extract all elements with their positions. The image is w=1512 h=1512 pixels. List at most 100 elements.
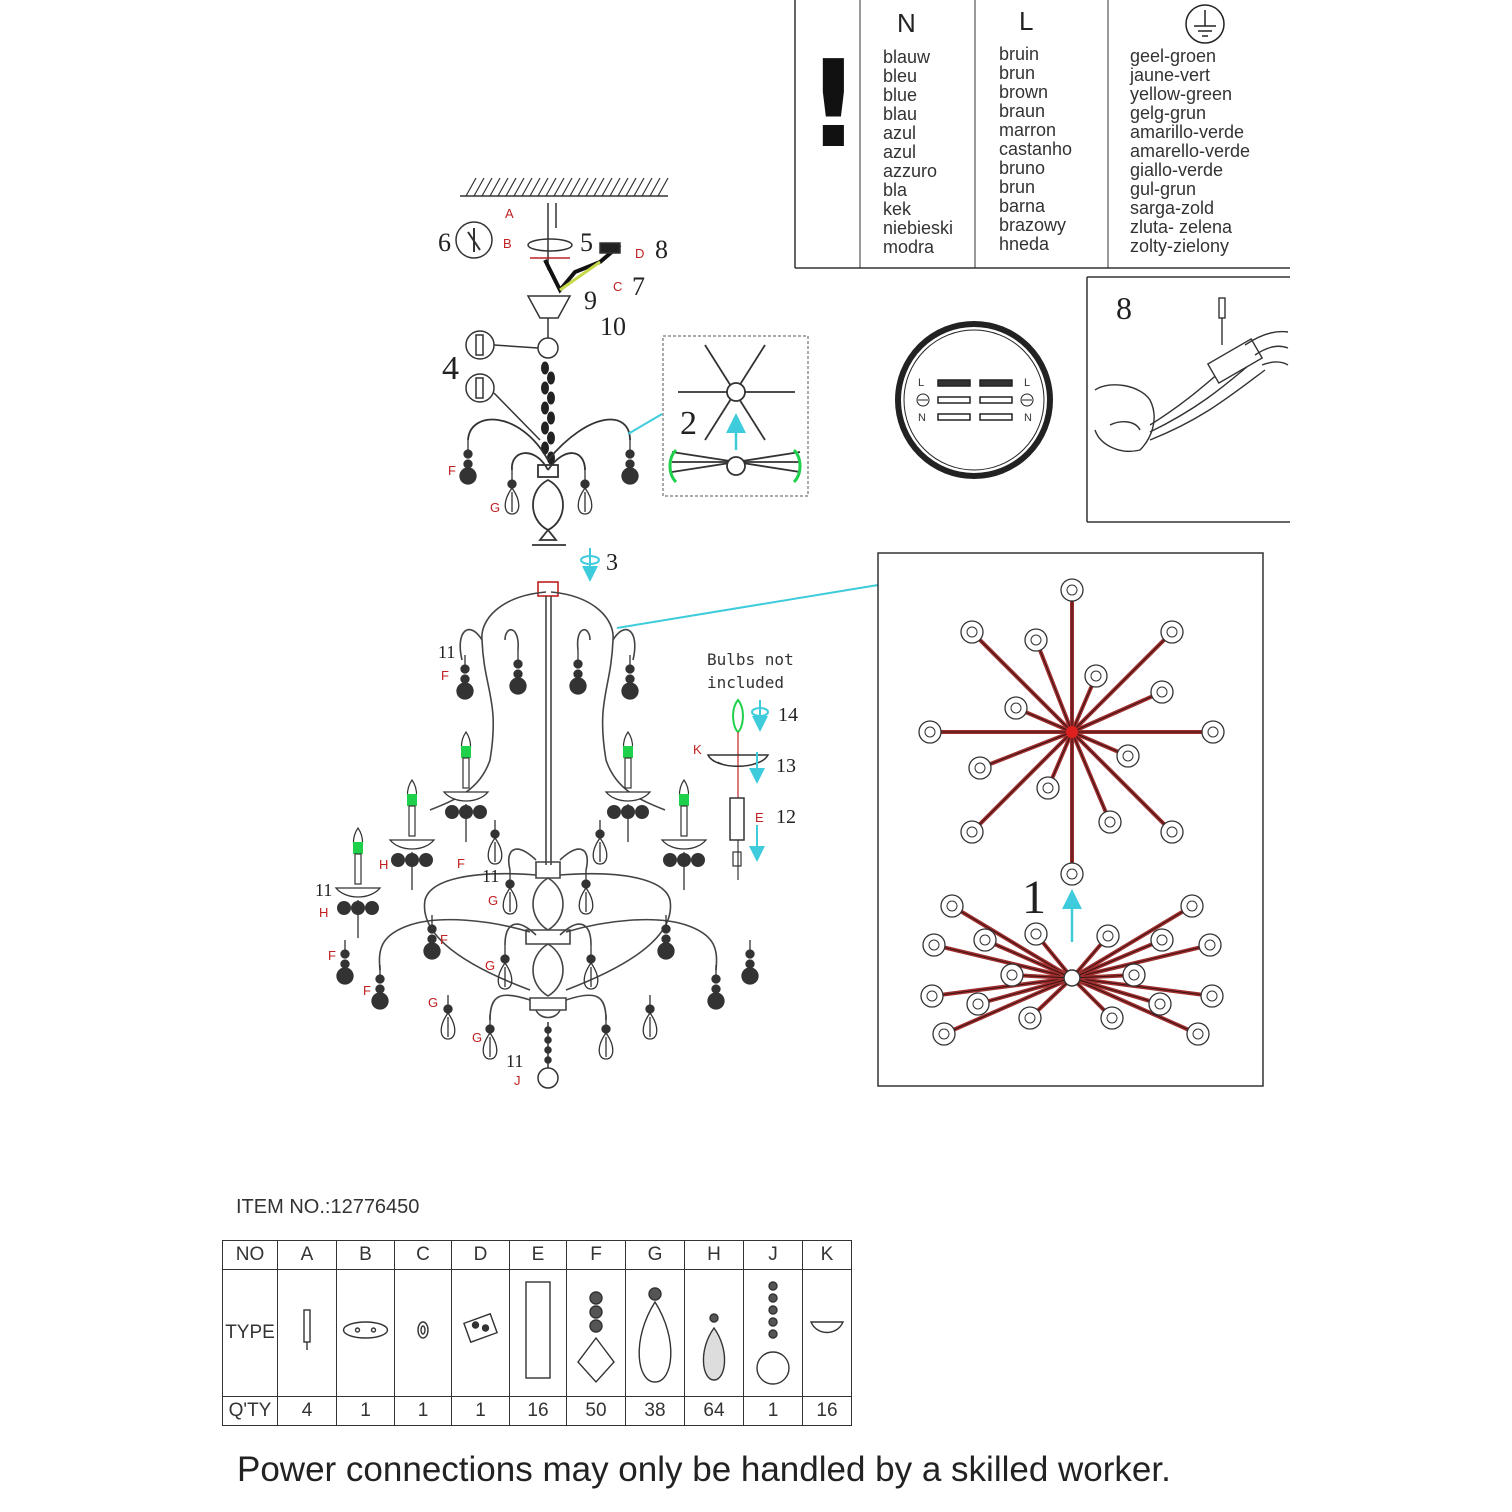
part-qty-cell: 1 [743, 1396, 803, 1426]
part-c-callout: C [613, 279, 623, 294]
hub-arm [1071, 976, 1210, 1046]
part-f-callout: F [440, 932, 448, 947]
crystal-pendant [657, 915, 675, 960]
chain-link [541, 401, 549, 415]
hub-arm [960, 730, 1074, 844]
hub-arm [1060, 578, 1084, 732]
wire-color-name: geel-groen [1130, 46, 1217, 66]
detail-1-hub-assembly [877, 552, 1264, 1087]
terminal-n-left: N [918, 412, 926, 424]
step-5-label: 5 [580, 228, 593, 257]
wire-color-name: gul-grun [1130, 179, 1197, 199]
crystal-pendant [423, 915, 441, 960]
detail-4-links [465, 330, 541, 441]
part-type-cell [509, 1269, 567, 1397]
candle-light [604, 730, 652, 842]
wire-color-name: brun [999, 177, 1036, 197]
part-no-cell: D [451, 1240, 510, 1270]
crystal-pendant [707, 965, 725, 1010]
wire-color-name: gelg-grun [1130, 103, 1207, 123]
hub-arm [1004, 696, 1073, 734]
part-qty-cell: 38 [625, 1396, 685, 1426]
chain-link [541, 421, 549, 435]
part-f-callout: F [363, 983, 371, 998]
safety-warning: Power connections may only be handled by… [237, 1450, 1171, 1489]
crystal-drop [487, 820, 503, 865]
crystal-drop [583, 945, 599, 990]
part-d-callout: D [635, 246, 645, 261]
crystal-pendant [621, 655, 639, 700]
crystal-drop [504, 470, 520, 515]
hub-arm [1070, 976, 1124, 1030]
terminal-l-right: L [1024, 377, 1031, 389]
crystal-pendant [509, 650, 527, 695]
hub-arm [1000, 963, 1073, 987]
part-qty-cell: 50 [566, 1396, 626, 1426]
part-b-callout: B [503, 236, 512, 251]
part-f-callout: F [457, 856, 465, 871]
live-header: L [1019, 6, 1034, 36]
candle-light [660, 778, 708, 890]
part-qty-cell: 4 [277, 1396, 337, 1426]
hub-arm [1071, 976, 1224, 1008]
terminal-l-left: L [918, 377, 925, 389]
step-7-label: 7 [632, 272, 645, 301]
crystal-drop [577, 470, 593, 515]
candle-arms [334, 730, 708, 938]
wire-color-name: barna [999, 196, 1046, 216]
crystal-drop [578, 870, 594, 915]
rotate-arrow-3 [580, 548, 600, 582]
hub-arm [1024, 922, 1074, 980]
step-11-label: 11 [482, 866, 500, 886]
crystal-pendant [456, 655, 474, 700]
canopy-plate-icon [342, 1321, 389, 1339]
crystal-drop [497, 945, 513, 990]
step-2-label: 2 [680, 405, 697, 442]
wire-color-name: brun [999, 63, 1036, 83]
no-row-label: NO [222, 1240, 278, 1270]
hub-arm [1070, 620, 1184, 734]
crystal-drop [502, 870, 518, 915]
detail-8-wiring [1086, 276, 1290, 523]
neutral-header: N [897, 8, 916, 38]
hanging-chain [541, 361, 555, 465]
hub-arm [968, 730, 1073, 780]
upper-tier [467, 418, 631, 546]
wire-color-name: bleu [883, 66, 918, 86]
wire-color-name: azul [883, 142, 917, 162]
crystal-pendant [569, 650, 587, 695]
wire-color-name: zluta- zelena [1130, 217, 1233, 237]
crystal-drop [598, 1015, 614, 1060]
hub-arm [1060, 732, 1084, 886]
wire-color-name: sarga-zold [1130, 198, 1215, 218]
step-13-label: 13 [776, 755, 796, 777]
wire-color-name: amarello-verde [1130, 141, 1251, 161]
wire-color-name: brown [999, 82, 1049, 102]
wire-color-name: kek [883, 199, 912, 219]
hub-arm [1070, 924, 1120, 980]
step-3-label: 3 [606, 550, 618, 576]
wire-color-name: bla [883, 180, 908, 200]
crystal-drop [642, 995, 658, 1040]
part-no-cell: K [802, 1240, 852, 1270]
part-no-cell: C [394, 1240, 452, 1270]
crystal-pendant [459, 440, 477, 485]
wire-color-name: zolty-zielony [1130, 236, 1230, 256]
bolt-icon [303, 1309, 311, 1350]
candle-light [442, 730, 490, 842]
part-f-callout: F [448, 463, 456, 478]
part-e-callout: E [755, 810, 764, 825]
wire-color-name: blauw [883, 47, 931, 67]
part-no-cell: G [625, 1240, 685, 1270]
part-type-cell [336, 1269, 395, 1397]
hub-arm [1070, 894, 1204, 980]
step-4-label: 4 [442, 350, 459, 387]
wire-color-name: yellow-green [1130, 84, 1233, 104]
wire-color-name: blau [883, 104, 918, 124]
candle-light [334, 826, 382, 938]
crystal-drop [440, 995, 456, 1040]
crystal-strand-icon [702, 1313, 726, 1381]
part-qty-cell: 1 [451, 1396, 510, 1426]
part-no-cell: H [684, 1240, 744, 1270]
